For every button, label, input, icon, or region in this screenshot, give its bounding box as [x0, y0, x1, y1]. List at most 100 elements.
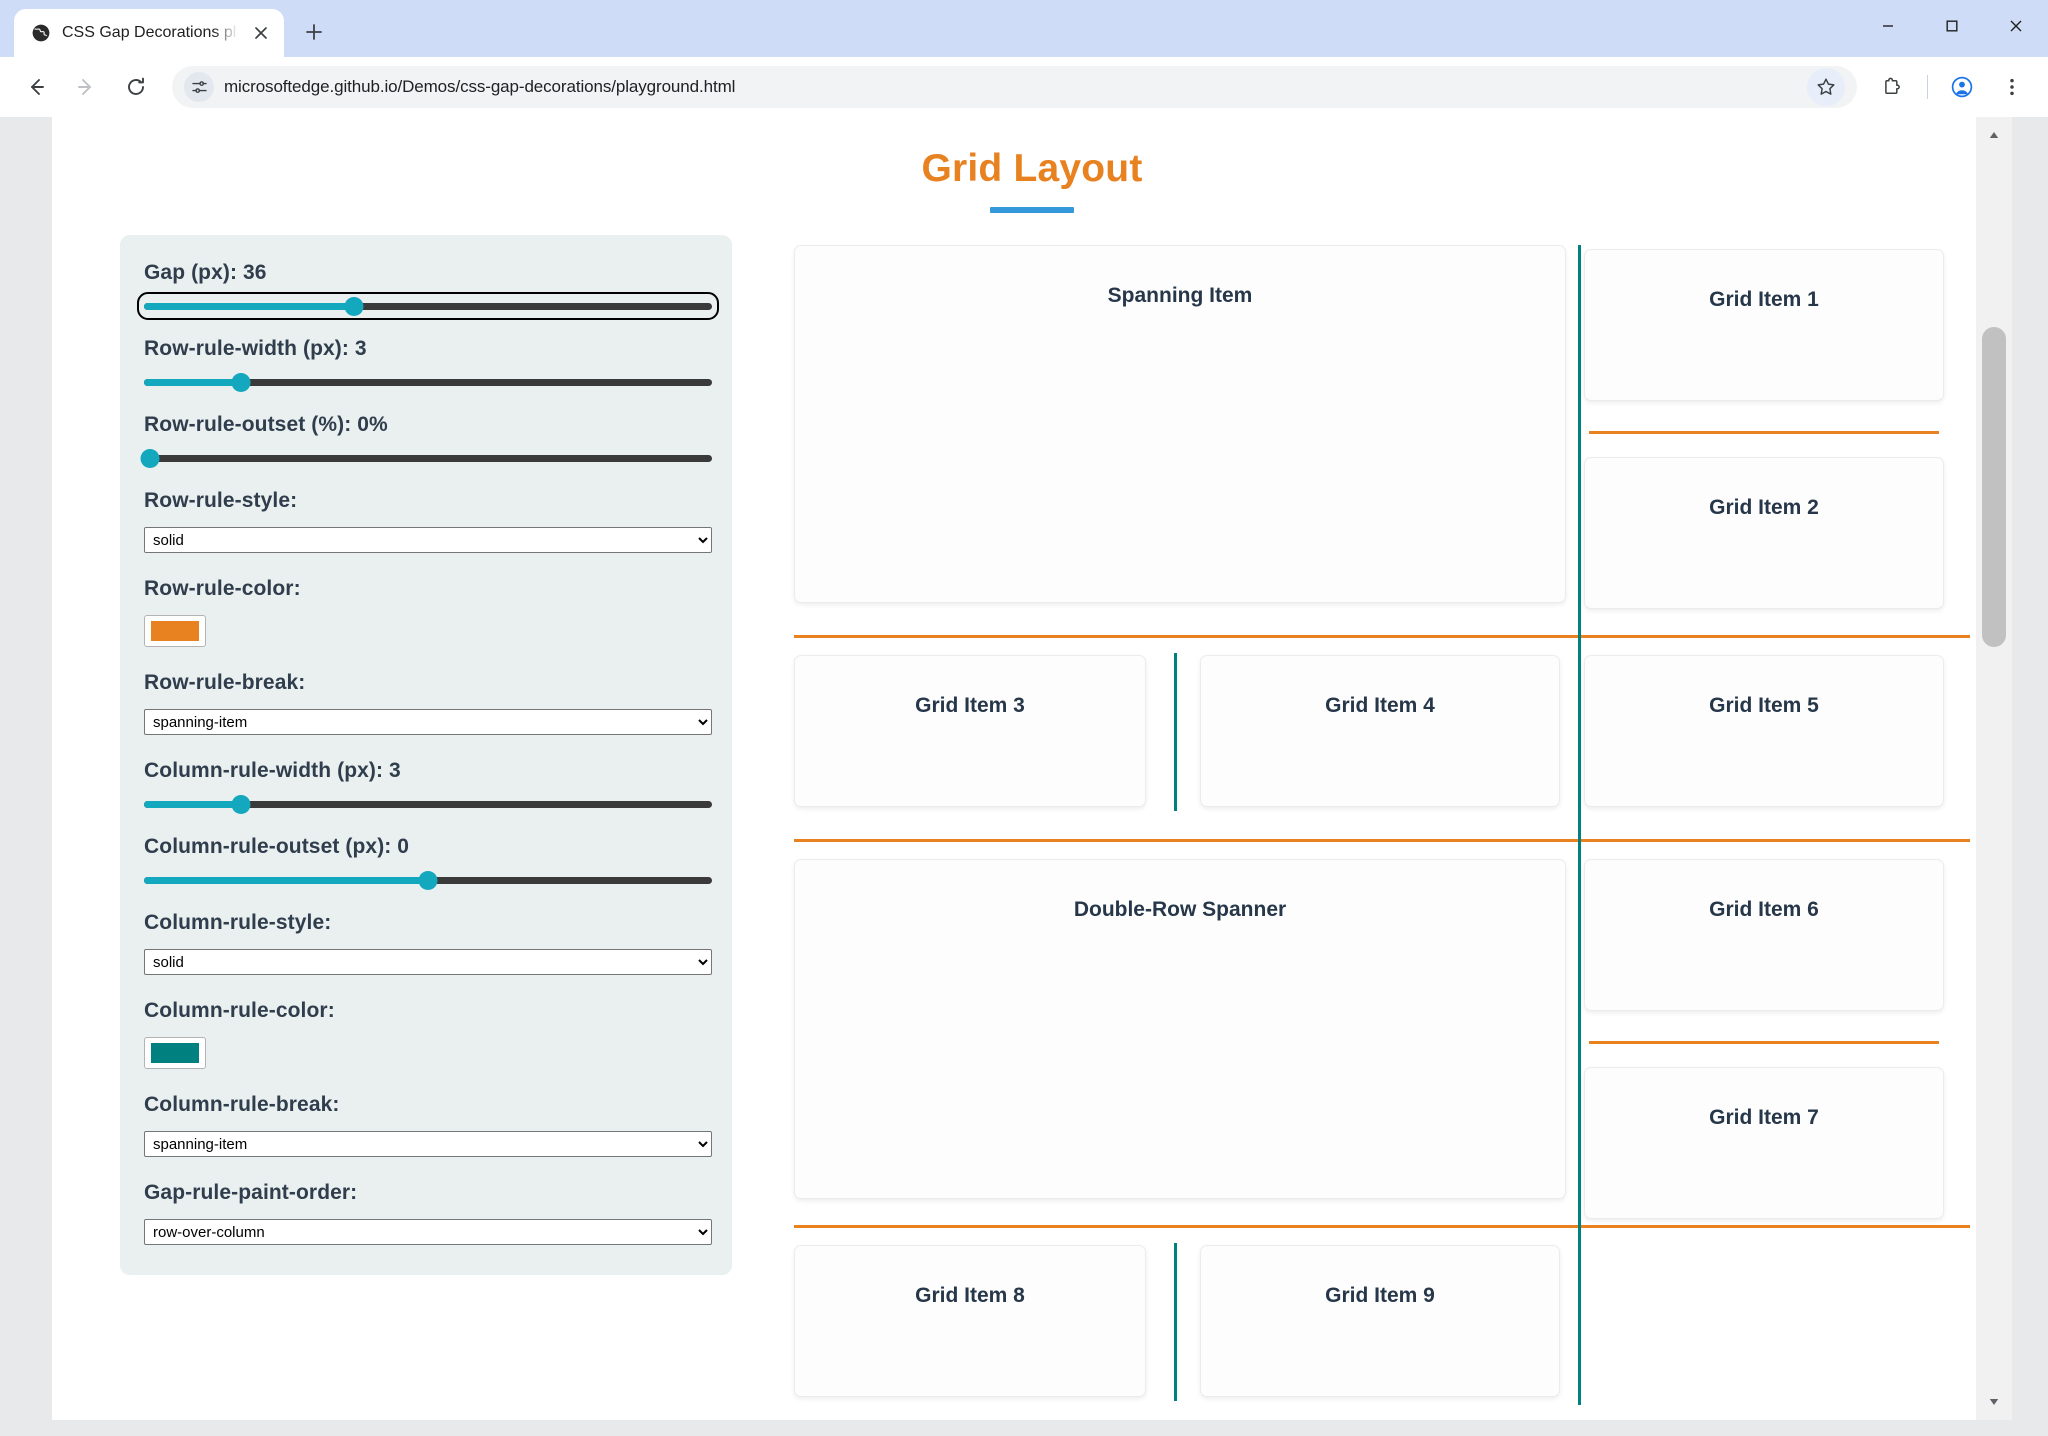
- control-row-rule-color: Row-rule-color:: [144, 577, 708, 647]
- control-gap: Gap (px): 36: [137, 261, 719, 320]
- control-column-rule-style: Column-rule-style: nonesoliddasheddottedd…: [144, 911, 712, 975]
- browser-toolbar: microsoftedge.github.io/Demos/css-gap-de…: [0, 57, 2048, 117]
- grid-item-label: Spanning Item: [1107, 284, 1253, 307]
- control-label-column-rule-color: Column-rule-color:: [144, 999, 335, 1022]
- scrollbar-thumb[interactable]: [1982, 327, 2006, 647]
- site-settings-icon[interactable]: [184, 72, 214, 102]
- control-label-gap-rule-paint-order: Gap-rule-paint-order:: [144, 1181, 358, 1204]
- color-swatch-column-rule-color[interactable]: [144, 1037, 206, 1069]
- window-controls: [1856, 0, 2048, 52]
- control-row-rule-break: Row-rule-break: nonespanning-itemintersec…: [144, 671, 712, 735]
- slider-gap[interactable]: [137, 292, 719, 320]
- control-label-row-rule-color: Row-rule-color:: [144, 577, 301, 600]
- profile-avatar-icon[interactable]: [1940, 65, 1984, 109]
- color-swatch-row-rule-color[interactable]: [144, 615, 206, 647]
- slider-thumb[interactable]: [231, 795, 251, 814]
- slider-fill: [144, 877, 428, 884]
- control-row-rule-width: Row-rule-width (px): 3: [144, 337, 712, 392]
- grid-item-label: Grid Item 6: [1709, 898, 1819, 921]
- slider-column-rule-outset[interactable]: [144, 871, 712, 890]
- select-column-rule-style[interactable]: nonesoliddasheddotteddoublegrooveridgein…: [144, 949, 712, 975]
- grid-item-3: Grid Item 3: [794, 655, 1146, 807]
- grid-item-1: Grid Item 1: [1584, 249, 1944, 401]
- control-row-rule-outset: Row-rule-outset (%): 0%: [140, 413, 712, 468]
- row-rule: [1589, 431, 1939, 434]
- grid-item-2: Grid Item 2: [1584, 457, 1944, 609]
- control-label-row-rule-outset: Row-rule-outset (%): 0%: [144, 413, 388, 436]
- control-label-column-rule-break: Column-rule-break:: [144, 1093, 340, 1116]
- row-rule: [794, 839, 1970, 842]
- select-column-rule-break[interactable]: nonespanning-itemintersection: [144, 1131, 712, 1157]
- column-rule: [1174, 653, 1177, 811]
- grid-item-label: Grid Item 9: [1325, 1284, 1435, 1307]
- slider-track: [144, 303, 712, 310]
- row-rule: [1589, 1041, 1939, 1044]
- slider-thumb[interactable]: [231, 373, 251, 392]
- scroll-down-icon[interactable]: [1976, 1384, 2012, 1420]
- title-underline: [990, 207, 1074, 213]
- browser-tab[interactable]: CSS Gap Decorations playground: [14, 9, 284, 57]
- tab-title: CSS Gap Decorations playground: [62, 24, 238, 41]
- select-row-rule-style[interactable]: nonesoliddasheddotteddoublegrooveridgein…: [144, 527, 712, 553]
- new-tab-button[interactable]: [294, 12, 334, 52]
- forward-button[interactable]: [64, 65, 108, 109]
- grid-demo: Spanning Item Grid Item 1 Grid Item 2 Grid …: [794, 235, 1970, 1405]
- control-column-rule-outset: Column-rule-outset (px): 0: [144, 835, 712, 890]
- control-column-rule-width: Column-rule-width (px): 3: [144, 759, 712, 814]
- grid-item-7: Grid Item 7: [1584, 1067, 1944, 1219]
- control-label-row-rule-style: Row-rule-style:: [144, 489, 298, 512]
- grid-item-spanning: Spanning Item: [794, 245, 1566, 603]
- control-gap-rule-paint-order: Gap-rule-paint-order: row-over-columncolu…: [144, 1181, 712, 1245]
- grid-item-label: Grid Item 7: [1709, 1106, 1819, 1129]
- color-swatch-fill: [151, 1043, 199, 1063]
- slider-thumb[interactable]: [140, 449, 160, 468]
- grid-item-label: Grid Item 2: [1709, 496, 1819, 519]
- slider-fill: [144, 379, 241, 386]
- page-title: Grid Layout: [921, 147, 1143, 190]
- select-row-rule-break[interactable]: nonespanning-itemintersection: [144, 709, 712, 735]
- url-text: microsoftedge.github.io/Demos/css-gap-de…: [224, 77, 736, 96]
- slider-fill: [144, 801, 241, 808]
- close-icon[interactable]: [248, 20, 274, 46]
- control-label-column-rule-width: Column-rule-width (px): 3: [144, 759, 401, 782]
- scroll-up-icon[interactable]: [1976, 117, 2012, 153]
- slider-track: [144, 379, 712, 386]
- control-label-row-rule-break: Row-rule-break:: [144, 671, 306, 694]
- control-column-rule-color: Column-rule-color:: [144, 999, 708, 1069]
- reload-button[interactable]: [114, 65, 158, 109]
- slider-track: [144, 455, 712, 462]
- minimize-button[interactable]: [1856, 0, 1920, 52]
- control-label-row-rule-width: Row-rule-width (px): 3: [144, 337, 367, 360]
- slider-row-rule-width[interactable]: [144, 373, 712, 392]
- address-bar[interactable]: microsoftedge.github.io/Demos/css-gap-de…: [172, 66, 1857, 108]
- grid-item-label: Grid Item 1: [1709, 288, 1819, 311]
- slider-column-rule-width[interactable]: [144, 795, 712, 814]
- control-label-column-rule-outset: Column-rule-outset (px): 0: [144, 835, 410, 858]
- color-swatch-fill: [151, 621, 199, 641]
- grid-item-6: Grid Item 6: [1584, 859, 1944, 1011]
- slider-thumb[interactable]: [344, 297, 364, 316]
- tab-strip: CSS Gap Decorations playground: [0, 0, 2048, 57]
- grid-item-label: Double-Row Spanner: [1073, 898, 1287, 921]
- page-scrollbar[interactable]: [1976, 117, 2012, 1420]
- slider-thumb[interactable]: [418, 871, 438, 890]
- row-rule: [794, 1225, 1970, 1228]
- grid-item-double-row-spanner: Double-Row Spanner: [794, 859, 1566, 1199]
- slider-fill: [144, 303, 355, 310]
- three-dot-menu-icon[interactable]: [1990, 65, 2034, 109]
- close-window-button[interactable]: [1984, 0, 2048, 52]
- globe-icon: [30, 22, 52, 44]
- maximize-button[interactable]: [1920, 0, 1984, 52]
- grid-item-9: Grid Item 9: [1200, 1245, 1560, 1397]
- slider-row-rule-outset[interactable]: [140, 449, 712, 468]
- select-gap-rule-paint-order[interactable]: row-over-columncolumn-over-row: [144, 1219, 712, 1245]
- extensions-puzzle-icon[interactable]: [1871, 65, 1915, 109]
- control-label-column-rule-style: Column-rule-style:: [144, 911, 332, 934]
- control-column-rule-break: Column-rule-break: nonespanning-iteminter…: [144, 1093, 712, 1157]
- web-page: Grid Layout Gap (px): 36 Row-rule-width (…: [52, 117, 2012, 1420]
- back-button[interactable]: [14, 65, 58, 109]
- column-rule: [1578, 245, 1581, 1405]
- star-icon[interactable]: [1807, 68, 1845, 106]
- grid-item-label: Grid Item 5: [1709, 694, 1819, 717]
